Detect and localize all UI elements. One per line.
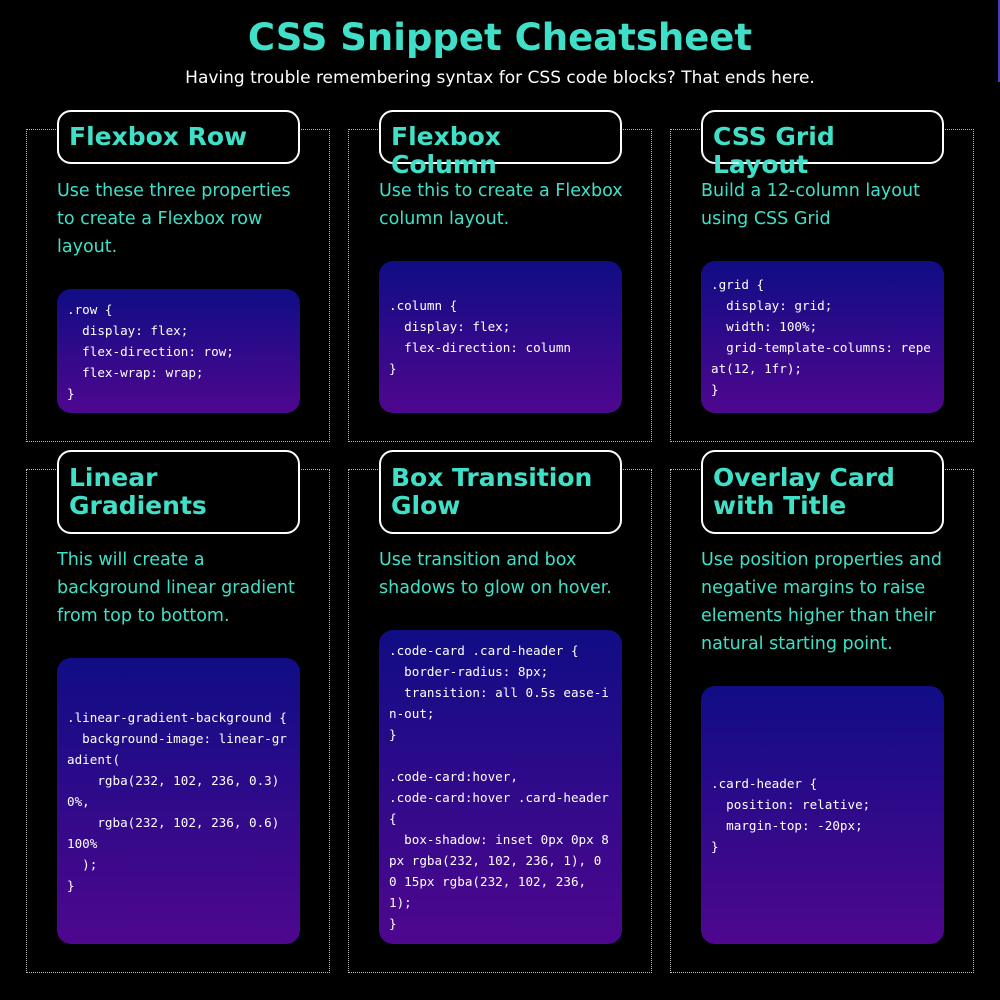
card-overlay-card-with-title: Overlay Card with Title Use position pro… [670,450,974,973]
card-description: This will create a background linear gra… [57,550,295,626]
code-card[interactable]: .code-card .card-header { border-radius:… [379,630,622,944]
code-card[interactable]: .linear-gradient-background { background… [57,658,300,944]
card-flexbox-row: Flexbox Row Use these three properties t… [26,110,330,442]
code-card[interactable]: .column { display: flex; flex-direction:… [379,261,622,413]
card-description: Use this to create a Flexbox column layo… [379,181,623,229]
card-description: Build a 12-column layout using CSS Grid [701,181,920,229]
page-subtitle: Having trouble remembering syntax for CS… [185,68,815,88]
code-card[interactable]: .card-header { position: relative; margi… [701,686,944,944]
code-snippet: .linear-gradient-background { background… [67,709,287,893]
card-description: Use these three properties to create a F… [57,181,291,257]
code-card[interactable]: .row { display: flex; flex-direction: ro… [57,289,300,413]
card-flexbox-column: Flexbox Column Use this to create a Flex… [348,110,652,442]
card-header: Flexbox Column [379,110,622,179]
code-card[interactable]: .grid { display: grid; width: 100%; grid… [701,261,944,413]
card-header: Linear Gradients [57,450,300,534]
card-header: Overlay Card with Title [701,450,944,534]
card-linear-gradients: Linear Gradients This will create a back… [26,450,330,973]
window-edge [998,0,1000,82]
card-header: CSS Grid Layout [701,110,944,179]
card-description: Use position properties and negative mar… [701,550,942,654]
card-header: Flexbox Row [57,110,300,164]
code-snippet: .card-header { position: relative; margi… [711,776,871,854]
page-title: CSS Snippet Cheatsheet [247,16,753,59]
code-snippet: .row { display: flex; flex-direction: ro… [67,301,234,401]
card-css-grid-layout: CSS Grid Layout Build a 12-column layout… [670,110,974,442]
card-header: Box Transition Glow [379,450,622,534]
code-snippet: .column { display: flex; flex-direction:… [389,298,571,376]
code-snippet: .code-card .card-header { border-radius:… [389,643,609,931]
code-snippet: .grid { display: grid; width: 100%; grid… [711,277,931,397]
card-box-transition-glow: Box Transition Glow Use transition and b… [348,450,652,973]
card-description: Use transition and box shadows to glow o… [379,550,612,598]
